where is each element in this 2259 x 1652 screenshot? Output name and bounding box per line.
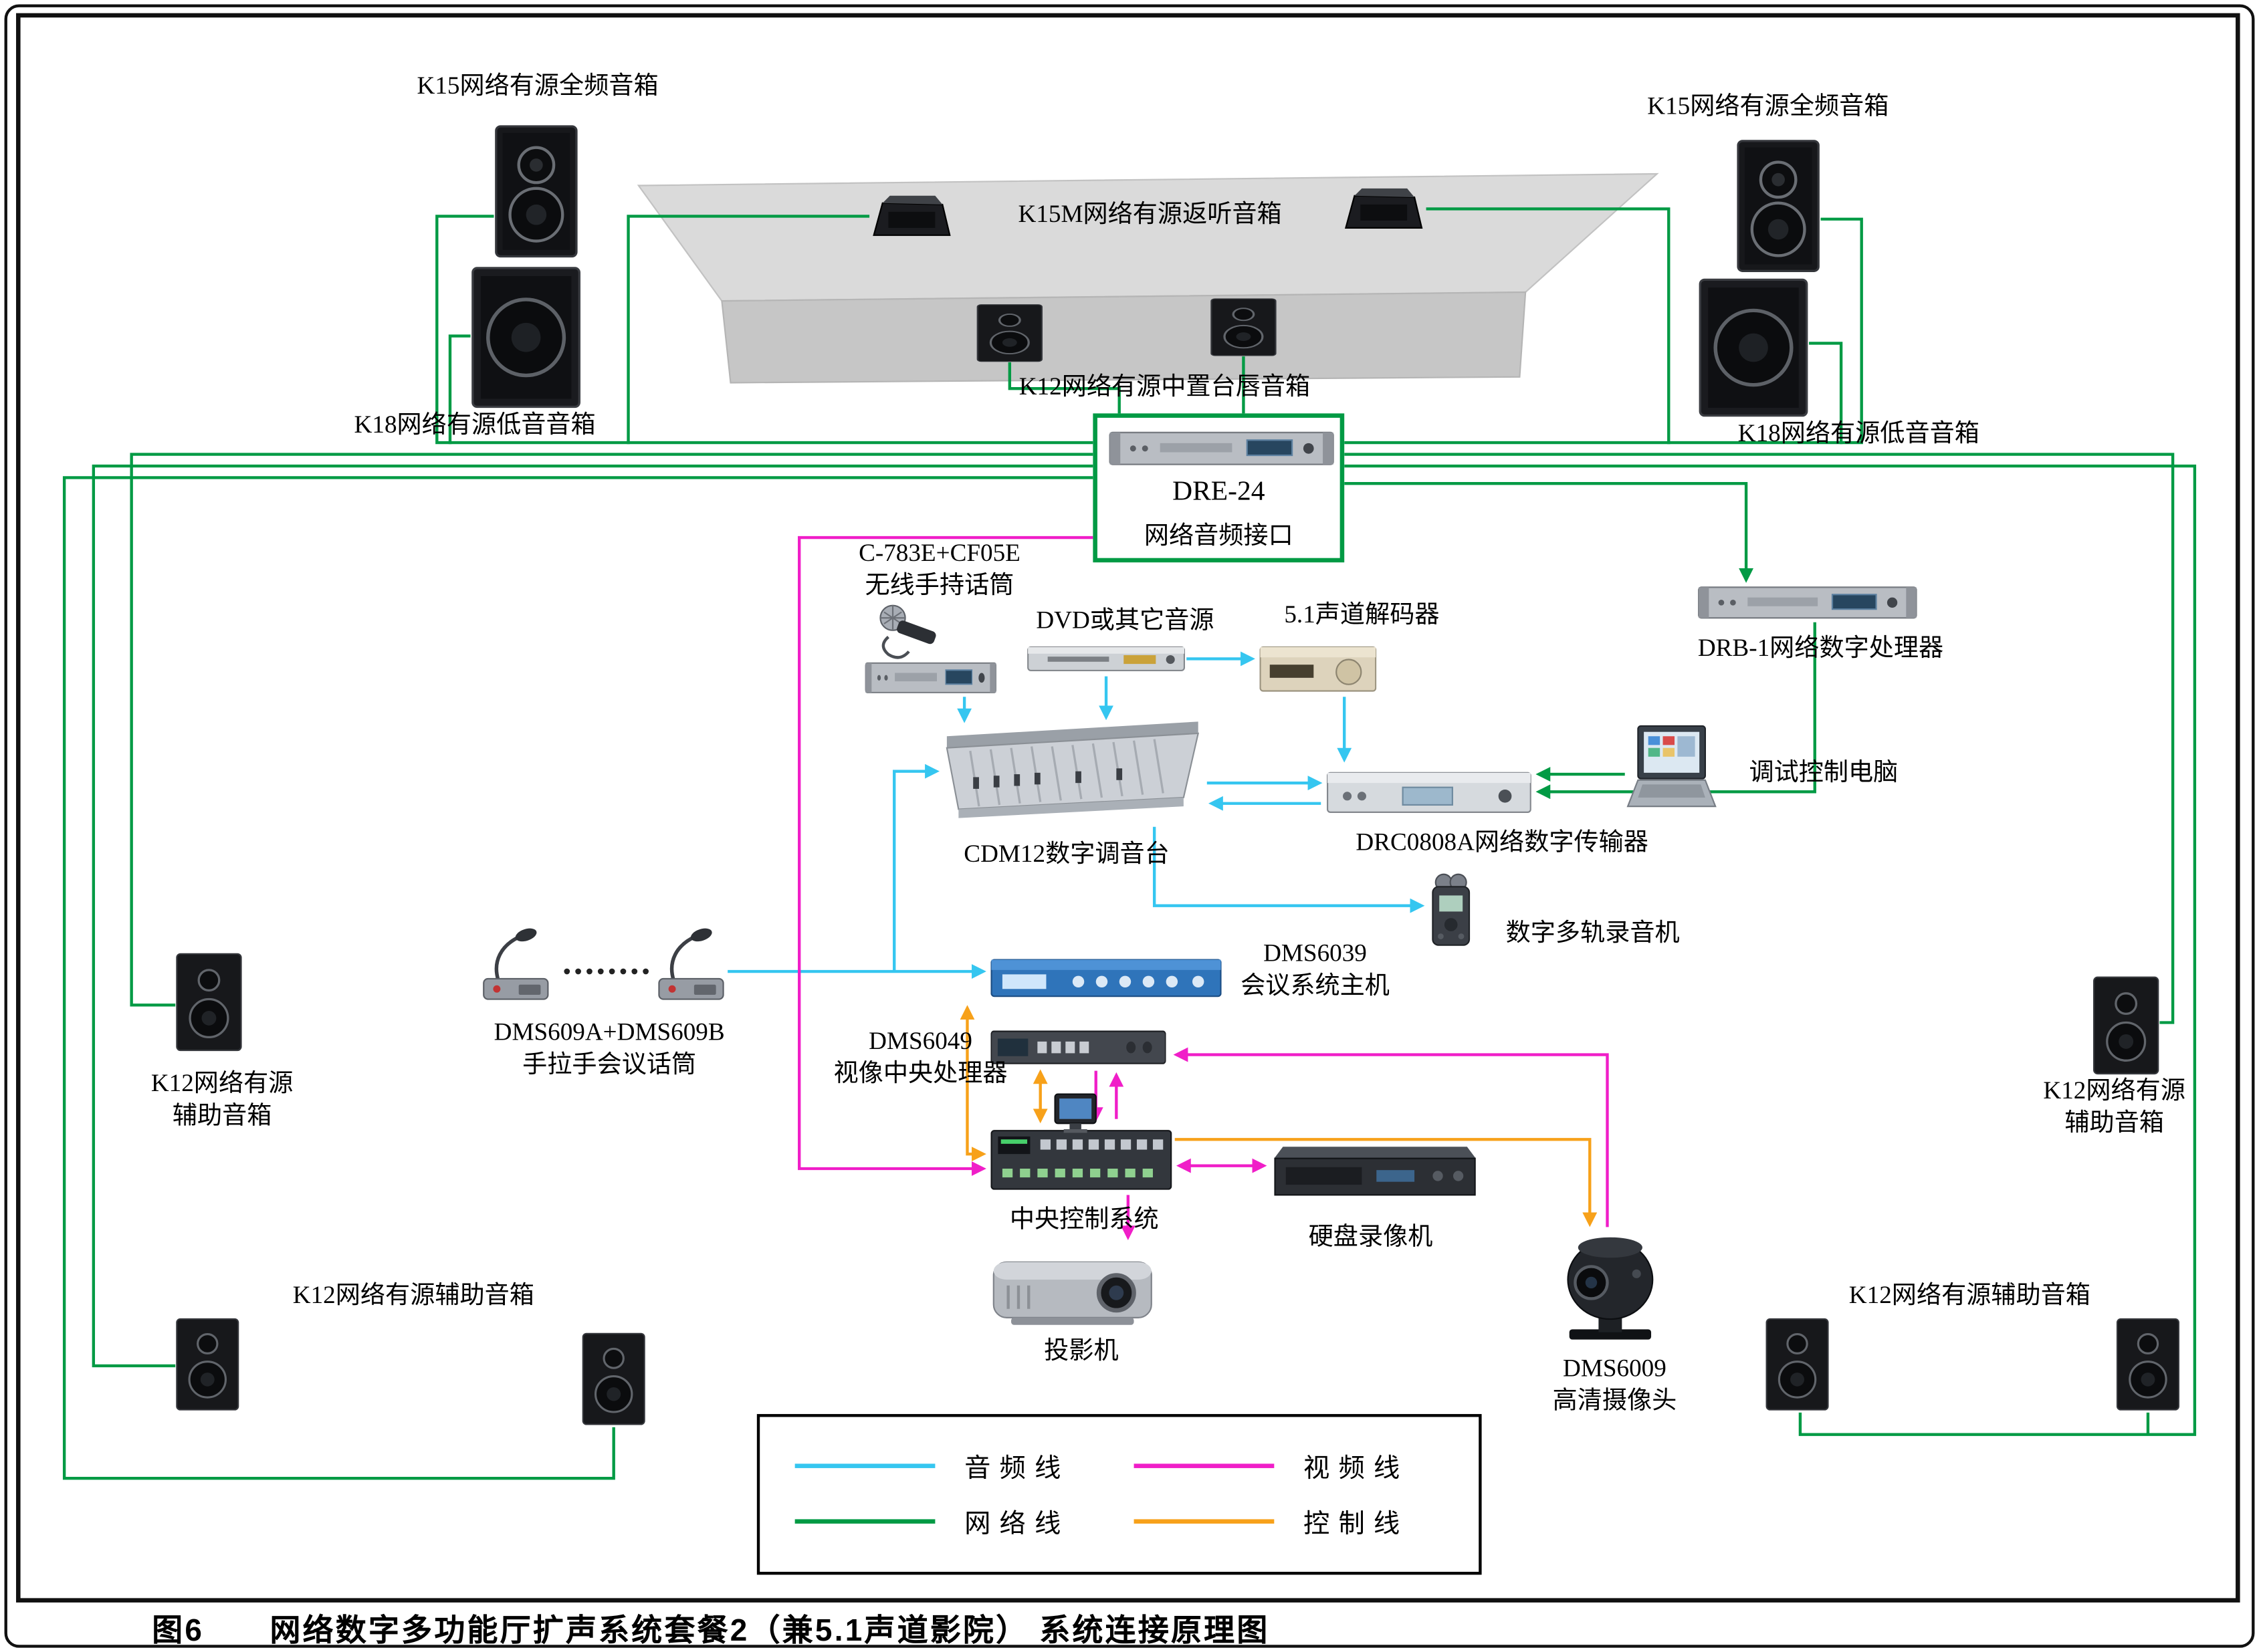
label-dms6039-model: DMS6039 <box>1263 939 1367 967</box>
label-k12-aux-right-2: 辅助音箱 <box>2064 1108 2164 1137</box>
label-wireless-mic-desc: 无线手持话筒 <box>865 571 1014 600</box>
surround-decoder <box>1259 640 1377 703</box>
debug-laptop <box>1625 725 1719 820</box>
label-dms609-desc: 手拉手会议话筒 <box>522 1050 697 1078</box>
label-dms6039: DMS6039 会议系统主机 <box>1241 938 1390 1003</box>
wireless-handheld-mic <box>877 602 950 667</box>
label-drb1: DRB-1网络数字处理器 <box>1697 634 1944 662</box>
k15-speaker-left <box>494 124 579 266</box>
k12-center-speaker-right <box>1210 298 1277 364</box>
drc0808a-transmitter <box>1326 765 1531 826</box>
k12-aux-speaker-br2 <box>2116 1318 2180 1419</box>
label-wireless-mic: C-783E+CF05E 无线手持话筒 <box>859 538 1020 602</box>
k12-aux-speaker-br1 <box>1765 1318 1829 1419</box>
label-k12-aux-right: K12网络有源 辅助音箱 <box>2043 1075 2185 1140</box>
label-k18-left: K18网络有源低音音箱 <box>354 410 596 439</box>
label-wireless-mic-model: C-783E+CF05E <box>859 539 1020 567</box>
k18-subwoofer-right <box>1698 277 1809 425</box>
label-dms6009-model: DMS6009 <box>1562 1354 1666 1383</box>
legend-control-label: 控制线 <box>1303 1509 1409 1538</box>
control-lines <box>960 1005 1598 1227</box>
label-recorder: 数字多轨录音机 <box>1505 919 1680 947</box>
legend-video-swatch <box>1134 1463 1275 1468</box>
conference-mic-1 <box>479 926 552 1010</box>
label-dms6009: DMS6009 高清摄像头 <box>1553 1352 1677 1417</box>
label-k12-aux-br: K12网络有源辅助音箱 <box>1848 1281 2090 1309</box>
diagram-frame <box>16 13 2240 1603</box>
legend-network-swatch <box>794 1519 936 1524</box>
k12-aux-speaker-right <box>2092 976 2160 1083</box>
hdd-video-recorder <box>1274 1145 1476 1205</box>
k12-aux-speaker-bl1 <box>175 1318 239 1419</box>
legend-control-swatch <box>1134 1519 1275 1524</box>
label-dms609-model: DMS609A+DMS609B <box>494 1018 725 1046</box>
dms6039-conference-host <box>990 954 1221 1008</box>
label-k12-aux-left: K12网络有源 辅助音箱 <box>151 1068 294 1133</box>
figure-caption: 图6 网络数字多功能厅扩声系统套餐2（兼5.1声道影院） 系统连接原理图 <box>152 1614 1270 1648</box>
label-k12-aux-right-1: K12网络有源 <box>2043 1076 2185 1104</box>
drb1-processor <box>1698 584 1917 628</box>
label-k12-aux-left-2: 辅助音箱 <box>172 1101 272 1130</box>
dre24-desc: 网络音频接口 <box>1144 521 1293 550</box>
label-k12-aux-left-1: K12网络有源 <box>150 1069 294 1097</box>
mic-chain-dots <box>564 968 649 975</box>
label-dms6049-desc: 视像中央处理器 <box>833 1059 1008 1087</box>
dms6049-video-processor <box>990 1027 1166 1075</box>
legend-video-label: 视频线 <box>1303 1453 1409 1483</box>
label-dvd: DVD或其它音源 <box>1036 606 1214 634</box>
label-central-control: 中央控制系统 <box>1009 1205 1159 1233</box>
multitrack-recorder <box>1429 872 1473 955</box>
k12-center-speaker-left <box>976 304 1044 369</box>
dre24-network-audio-interface: DRE-24 网络音频接口 <box>1093 413 1345 563</box>
network-lines <box>62 207 2197 1480</box>
dre24-name: DRE-24 <box>1172 476 1265 507</box>
projector-device <box>990 1245 1154 1337</box>
legend-audio-swatch <box>794 1463 936 1468</box>
k15m-monitor-left <box>869 195 954 245</box>
label-dms6049-model: DMS6049 <box>869 1027 972 1055</box>
label-cdm12: CDM12数字调音台 <box>964 840 1170 868</box>
label-dms6049: DMS6049 视像中央处理器 <box>834 1026 1008 1090</box>
dms6009-ptz-camera <box>1561 1230 1660 1348</box>
legend-box: 音频线 视频线 网络线 控制线 <box>756 1414 1482 1575</box>
control-touchscreen <box>1052 1092 1099 1141</box>
k12-aux-speaker-bl2 <box>582 1332 646 1433</box>
label-dms609: DMS609A+DMS609B 手拉手会议话筒 <box>494 1017 725 1082</box>
conference-mic-2 <box>655 926 728 1010</box>
label-projector: 投影机 <box>1044 1336 1119 1365</box>
k15-speaker-right <box>1736 139 1821 281</box>
central-control-rack <box>990 1128 1172 1199</box>
label-hdd: 硬盘录像机 <box>1308 1222 1433 1251</box>
label-k15m: K15M网络有源返听音箱 <box>1018 200 1282 228</box>
dvd-player <box>1027 642 1186 682</box>
dre24-rack-unit <box>1109 429 1333 467</box>
cdm12-mixer <box>935 713 1205 837</box>
label-k15-left: K15网络有源全频音箱 <box>417 72 659 100</box>
legend-audio-label: 音频线 <box>964 1453 1070 1483</box>
k12-aux-speaker-left <box>175 953 243 1060</box>
label-k15-right: K15网络有源全频音箱 <box>1647 92 1889 120</box>
label-drc0808a: DRC0808A网络数字传输器 <box>1356 828 1648 856</box>
label-k18-right: K18网络有源低音音箱 <box>1737 419 1979 447</box>
label-dms6009-desc: 高清摄像头 <box>1552 1386 1677 1415</box>
audio-lines <box>728 651 1425 979</box>
legend-network-label: 网络线 <box>964 1509 1070 1538</box>
video-lines <box>798 536 1609 1241</box>
k18-subwoofer-left <box>471 266 582 417</box>
outer-frame <box>4 4 2255 1648</box>
label-laptop: 调试控制电脑 <box>1749 758 1899 786</box>
label-decoder: 5.1声道解码器 <box>1284 600 1440 628</box>
label-k12-center: K12网络有源中置台唇音箱 <box>1018 372 1311 400</box>
label-dms6039-desc: 会议系统主机 <box>1241 971 1390 999</box>
label-k12-aux-bl: K12网络有源辅助音箱 <box>292 1281 534 1309</box>
k15m-monitor-right <box>1341 187 1426 238</box>
wireless-mic-receiver <box>865 661 997 703</box>
